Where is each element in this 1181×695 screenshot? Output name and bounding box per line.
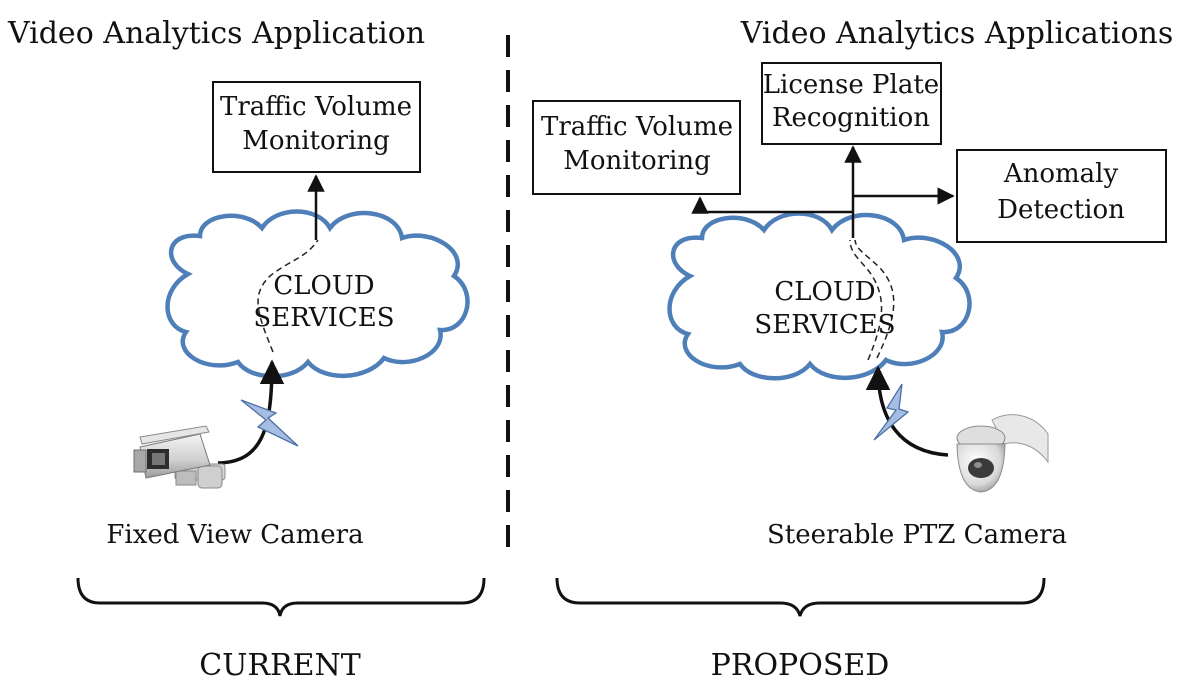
left-cloud-label-line2: SERVICES [253, 303, 394, 333]
right-cloud: CLOUD SERVICES [667, 211, 972, 381]
right-anomaly-box-line2: Detection [997, 195, 1125, 225]
right-license-plate-box: License Plate Recognition [761, 62, 942, 145]
left-traffic-volume-box: Traffic Volume Monitoring [212, 81, 421, 173]
right-cloud-label-line1: CLOUD [774, 277, 875, 307]
right-traffic-box-line1: Traffic Volume [541, 112, 733, 142]
right-heading: Video Analytics Applications [740, 16, 1173, 51]
left-section-label: CURRENT [199, 648, 361, 683]
right-camera-uplink-arrow [865, 365, 949, 457]
right-traffic-volume-box: Traffic Volume Monitoring [532, 100, 741, 195]
left-camera-uplink-arrow [217, 359, 285, 465]
ptz-dome-camera-icon [956, 414, 1049, 493]
right-license-box-line1: License Plate [763, 70, 939, 100]
left-cloud-internal-path [257, 239, 319, 353]
left-traffic-box-line2: Monitoring [242, 126, 390, 156]
lightning-bolt-icon [240, 399, 299, 447]
right-arrow-to-traffic-box [691, 196, 853, 214]
right-anomaly-detection-box: Anomaly Detection [956, 149, 1167, 243]
right-brace [555, 577, 1046, 617]
right-cloud-internal-path-1 [854, 239, 895, 359]
left-cloud: CLOUD SERVICES [165, 209, 470, 379]
right-anomaly-box-line1: Anomaly [1003, 159, 1119, 189]
left-traffic-box-line1: Traffic Volume [220, 92, 412, 122]
left-camera-label: Fixed View Camera [106, 520, 363, 550]
right-camera-label: Steerable PTZ Camera [767, 520, 1067, 550]
right-license-box-line2: Recognition [772, 103, 930, 133]
left-brace [76, 577, 486, 617]
left-cloud-label-line1: CLOUD [273, 271, 374, 301]
right-traffic-box-line2: Monitoring [563, 146, 711, 176]
lightning-bolt-icon [873, 383, 910, 441]
left-heading: Video Analytics Application [7, 16, 425, 51]
fixed-cctv-camera-icon [133, 425, 226, 489]
right-cloud-label-line2: SERVICES [754, 310, 895, 340]
right-section-label: PROPOSED [711, 648, 890, 683]
right-cloud-internal-path-2 [849, 239, 883, 361]
